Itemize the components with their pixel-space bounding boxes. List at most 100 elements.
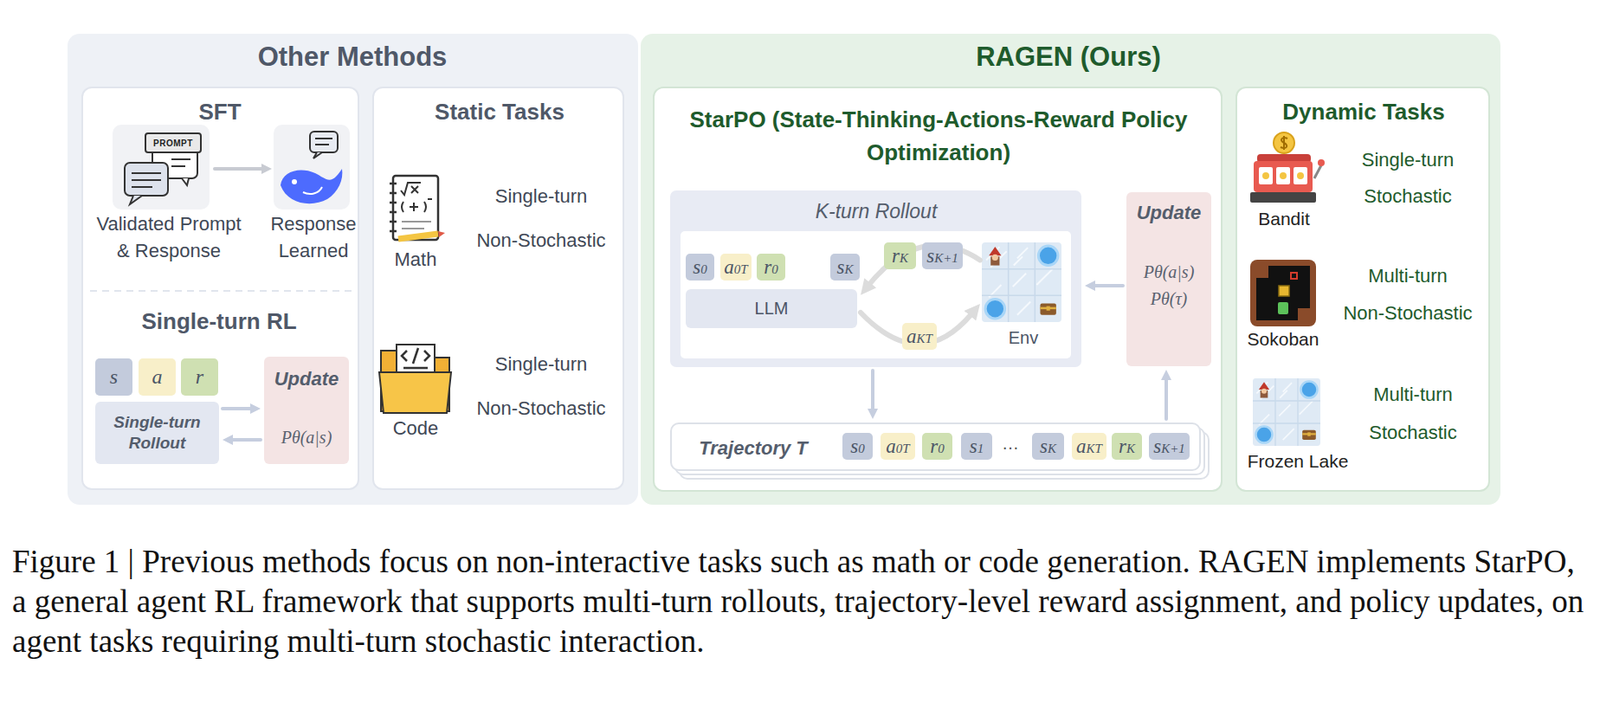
text-holder: SFT xyxy=(198,98,241,126)
label-text: Frozen Lake xyxy=(1247,451,1349,472)
node-text: Pθ(a|s) xyxy=(281,427,333,448)
node-text: Single-turn Rollout xyxy=(100,412,214,454)
text-holder: K-turn Rollout xyxy=(815,200,938,224)
node-text: LLM xyxy=(754,298,789,319)
node-text: rK xyxy=(1118,435,1136,459)
text-holder: Trajectory T xyxy=(698,437,808,460)
text-holder: Multi-turn Non-Stochastic xyxy=(1312,257,1504,332)
label-text: Math xyxy=(394,248,438,271)
bandit-icon xyxy=(1317,159,1325,167)
update-box: UpdatePθ(a|s) xyxy=(264,356,349,465)
bandit-icon xyxy=(1296,172,1304,180)
code-icon xyxy=(401,348,430,368)
text-holder: Sokoban xyxy=(1247,329,1320,350)
flow-arrow xyxy=(1093,283,1123,288)
method-panel: Other MethodsSFTSingle-turn RLValidated … xyxy=(67,33,639,505)
math-icon xyxy=(398,233,439,239)
update-box: UpdatePθ(a|s) Pθ(τ) xyxy=(1126,192,1212,367)
reward-tile: r0 xyxy=(922,432,953,460)
math-icon xyxy=(400,182,421,195)
node-text: r xyxy=(195,365,204,389)
bandit-icon xyxy=(1276,167,1291,185)
text-holder: Single-turn Non-Stochastic xyxy=(441,341,641,431)
text-holder: Pθ(τ) xyxy=(1150,289,1188,310)
label-text: Multi-turn Stochastic xyxy=(1317,375,1509,452)
label-text: Single-turn Non-Stochastic xyxy=(441,341,641,431)
node-text: sK+1 xyxy=(1153,435,1186,459)
reward-tile: rK xyxy=(883,242,917,270)
code-icon xyxy=(379,372,452,413)
node-text: a xyxy=(152,365,163,389)
sokoban-icon xyxy=(1297,308,1310,321)
whale-icon xyxy=(313,152,323,159)
label-text: … xyxy=(1001,433,1020,454)
text-holder: Response Learned xyxy=(252,210,375,265)
text-holder: Pθ(a|s) xyxy=(281,427,333,448)
whale-icon xyxy=(273,124,350,210)
node-text: SFT xyxy=(198,98,241,126)
node-text: a0T xyxy=(885,435,910,459)
node-text: aKT xyxy=(1076,435,1103,459)
node-text: Single-turn RL xyxy=(141,308,297,336)
node-text: Pθ(a|s) xyxy=(1143,262,1195,283)
label-text: Code xyxy=(393,417,439,440)
whale-icon xyxy=(280,168,342,204)
prompt-icon xyxy=(145,133,201,153)
math-icon xyxy=(411,186,419,194)
text-holder: Code xyxy=(393,417,439,440)
bandit-icon xyxy=(1258,167,1273,185)
node-text: s0 xyxy=(692,256,707,279)
starpo-box: StarPO (State-Thinking-Actions-Reward Po… xyxy=(652,86,1223,492)
node-text: s xyxy=(109,365,118,389)
prompt-icon xyxy=(131,173,162,188)
action-tile: aKT xyxy=(902,322,937,350)
label-text: Multi-turn Non-Stochastic xyxy=(1312,257,1504,332)
whale-icon xyxy=(291,179,297,185)
node-text: RAGEN (Ours) xyxy=(975,41,1162,73)
text-holder: RAGEN (Ours) xyxy=(975,41,1162,73)
node-text: r0 xyxy=(763,256,778,279)
text-holder: Env xyxy=(1008,328,1039,349)
prompt-icon xyxy=(129,195,142,205)
text-holder: Pθ(a|s) xyxy=(1143,262,1195,283)
sokoban-icon xyxy=(1256,265,1310,321)
sokoban-icon xyxy=(1250,259,1317,327)
sokoban-icon xyxy=(1250,259,1317,327)
whale-icon xyxy=(273,124,350,210)
node-text: Update xyxy=(1136,201,1202,225)
flow-arrow xyxy=(222,406,252,411)
prompt-icon xyxy=(171,159,191,167)
sokoban-icon xyxy=(1277,302,1289,315)
sokoban-icon xyxy=(1256,265,1269,278)
state-tile: sK+1 xyxy=(922,242,963,270)
text-holder: Update xyxy=(274,367,340,391)
label-text: Single-turn Stochastic xyxy=(1312,141,1504,215)
method-box: SFT Single-turn RL Validated Prompt & Resp… xyxy=(81,86,360,491)
reward-tile: r0 xyxy=(756,253,786,281)
action-tile: a xyxy=(138,358,176,396)
node-text: rK xyxy=(891,245,909,268)
bandit-icon xyxy=(1250,192,1317,203)
text-holder: Single-turn RL xyxy=(141,308,297,336)
prompt-icon xyxy=(112,124,210,210)
label-text: Single-turn Non-Stochastic xyxy=(441,174,641,263)
state-tile: s1 xyxy=(961,432,993,460)
math-icon xyxy=(401,199,433,213)
node-text: Validated Prompt & Response xyxy=(90,210,247,265)
node-text: K-turn Rollout xyxy=(815,200,938,224)
math-icon xyxy=(401,221,432,229)
bandit-icon xyxy=(1273,132,1295,154)
node-text: Trajectory T xyxy=(698,437,808,460)
text-holder: Validated Prompt & Response xyxy=(90,210,247,265)
figure-caption: Figure 1 | Previous methods focus on non… xyxy=(12,541,1588,662)
label-text: Bandit xyxy=(1258,208,1310,230)
node-text: sK+1 xyxy=(926,245,959,268)
frozen-lake-icon xyxy=(1252,378,1321,446)
node-text: a0T xyxy=(723,256,748,279)
prompt-icon xyxy=(112,124,210,210)
whale-icon xyxy=(309,131,338,153)
sokoban-icon xyxy=(1278,285,1290,297)
caption-holder: Figure 1 | Previous methods focus on non… xyxy=(12,541,1588,662)
node-text: sK xyxy=(837,256,854,279)
text-holder: Update xyxy=(1136,201,1202,225)
